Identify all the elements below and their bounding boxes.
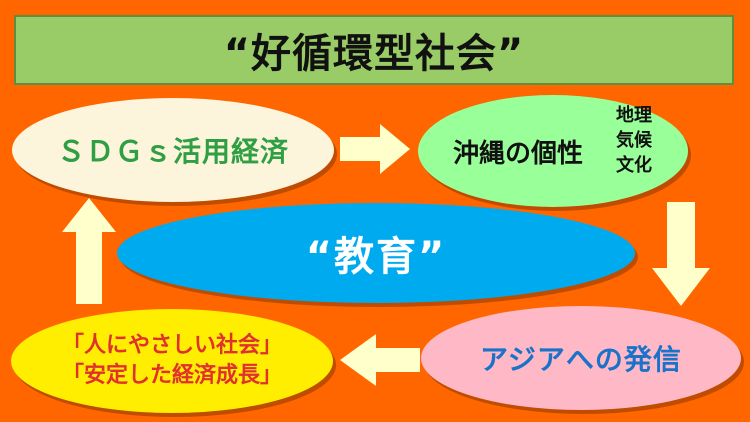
arrow-down-icon (652, 202, 710, 306)
arrow-up-icon (62, 198, 116, 304)
arrow-right-icon (340, 124, 410, 174)
node-education: “教育” (117, 203, 635, 303)
attribute-culture: 文化 (616, 155, 652, 176)
diagram-title: “好循環型社会” (223, 31, 525, 77)
attribute-climate: 気候 (616, 130, 652, 151)
node-okinawa-identity: 沖縄の個性 (418, 95, 688, 207)
node-society-line2: 「安定した経済成長」 (61, 363, 282, 388)
okinawa-attributes: 地理 気候 文化 (616, 105, 652, 177)
title-banner: “好循環型社会” (14, 15, 734, 85)
attribute-geography: 地理 (616, 105, 652, 126)
node-sdgs-label: ＳＤＧｓ活用経済 (56, 135, 289, 168)
node-sdgs-economy: ＳＤＧｓ活用経済 (12, 98, 334, 202)
arrow-left-icon (340, 334, 420, 386)
node-education-label: “教育” (305, 234, 447, 280)
node-okinawa-label: 沖縄の個性 (452, 138, 583, 169)
node-asia-outreach: アジアへの発信 (421, 306, 741, 410)
node-society-line1: 「人にやさしい社会」 (61, 333, 282, 358)
node-society: 「人にやさしい社会」 「安定した経済成長」 (11, 309, 333, 413)
node-asia-label: アジアへの発信 (480, 343, 682, 376)
